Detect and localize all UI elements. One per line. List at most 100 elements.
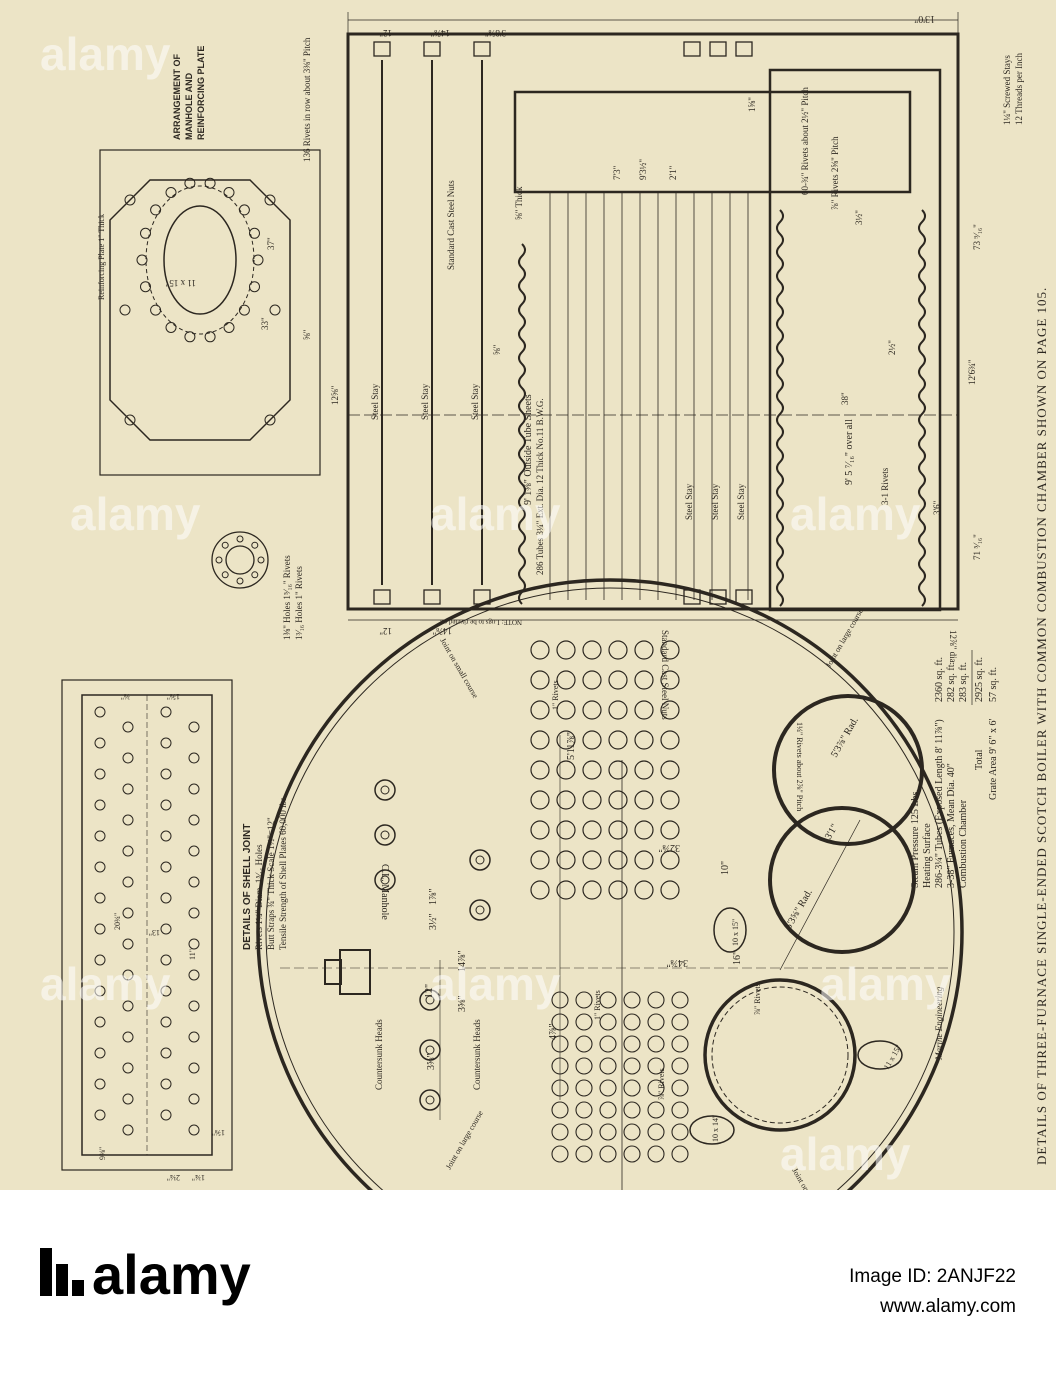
joint-dim-7: 9⅜" [98, 1147, 107, 1160]
steel-stay-5: Steel Stay [710, 483, 720, 520]
tube-circle [623, 1101, 641, 1119]
manhole-hole [184, 331, 196, 343]
boiler-shell-inner [265, 587, 955, 1190]
spec-grate: Grate Area 9' 6" x 6' [988, 719, 999, 800]
tube-circle [582, 730, 602, 750]
tube-circle [660, 670, 680, 690]
joint-rivet [188, 814, 200, 826]
side-dim-6: 7'3" [612, 165, 622, 180]
front-dim-7: 3'1" [823, 822, 840, 841]
tube-circle [647, 1035, 665, 1053]
flange-hole [251, 541, 259, 549]
side-dim-14: 1⅝" [747, 97, 757, 112]
joint-rivet [94, 985, 106, 997]
oval-handhole-c [713, 907, 747, 953]
stay-head [374, 824, 396, 846]
joint-rivet [94, 892, 106, 904]
tube-circle [623, 1013, 641, 1031]
spec-total: Total [974, 749, 985, 770]
tube-circle [660, 850, 680, 870]
joint-rivet [122, 1000, 134, 1012]
plate-hole [269, 304, 281, 316]
stay-head-core [425, 1045, 435, 1055]
oval-label-c: 10 x 15" [731, 919, 740, 946]
watermark-layer: alamy alamy alamy alamy alamy alamy alam… [40, 28, 951, 1180]
joint-rivet [160, 954, 172, 966]
manhole-hole [165, 322, 177, 333]
side-dim-2: 3'8⅝" [485, 28, 506, 38]
plate-hole [264, 194, 276, 206]
manhole-title-1: ARRANGEMENT OF [172, 54, 182, 140]
tube-circle [647, 1123, 665, 1141]
tube-circle [599, 1101, 617, 1119]
logo-bar-2 [56, 1264, 68, 1296]
lugs-note: NOTE: Lugs to be riveted on [440, 618, 522, 626]
boiler-side-view [346, 12, 960, 621]
tube-circle [671, 1123, 689, 1141]
tube-circle [530, 820, 550, 840]
tube-circle [608, 640, 628, 660]
tube-circle [671, 1101, 689, 1119]
flange-hole [236, 535, 244, 543]
manhole-hole [165, 187, 177, 198]
front-dim-10: 1⅞" [428, 888, 439, 905]
spec-pressure: Steam Pressure 125 Lbs. [910, 789, 921, 888]
watermark-5: alamy [430, 958, 561, 1010]
radius-label-b: 6'3⅝" Rad. [783, 887, 815, 931]
furnace-bottom [703, 978, 857, 1132]
tube-circle [530, 880, 550, 900]
front-dim-1: 32⅞" [658, 842, 680, 853]
joint-rivet [122, 969, 134, 981]
stay-nuts [373, 41, 753, 605]
rivets-label-b: ⅞" Rivets 2⅝" Pitch [830, 136, 840, 210]
nuts-top-label: Standard Cast Steel Nuts [446, 180, 456, 270]
manhole-title-3: REINFORCING PLATE [196, 46, 206, 140]
tube-circle [599, 1057, 617, 1075]
radius-label-a: 5'3⅞" Rad. [829, 715, 861, 759]
shell-joint-line2: Butt Straps ¾" Thick Scale 1½"=12" [266, 817, 276, 950]
corrugated-furnace-b [776, 209, 784, 607]
small-flange-inner [225, 545, 255, 575]
rivet-label-b: ⅞" Rivets [657, 1068, 666, 1100]
side-dim-10: 12⅝" [330, 385, 340, 405]
spec-grate-val: 57 sq. ft. [988, 667, 999, 702]
plate-hole [124, 194, 136, 206]
image-id: Image ID: 2ANJF22 [849, 1266, 1016, 1287]
stay-nut-bottom [373, 589, 391, 605]
tube-circle [634, 820, 654, 840]
flange-holes [215, 535, 265, 585]
flange-hole [221, 571, 229, 579]
watermark-7: alamy [40, 28, 171, 80]
engineering-drawing: C.L. Manhole Countersunk Heads Countersu… [40, 12, 1049, 1190]
joint-rivet [94, 1047, 106, 1059]
joint-rivet [122, 845, 134, 857]
tube-circle [530, 850, 550, 870]
side-tube-lines [381, 60, 749, 600]
tube-circle [582, 670, 602, 690]
manhole-opening [163, 205, 237, 315]
tube-circle [634, 700, 654, 720]
tube-circle [556, 850, 576, 870]
joint-dim-3: 2¼" [167, 1173, 180, 1182]
manhole-dim-0: 37" [266, 237, 276, 250]
manhole-hole [184, 177, 196, 189]
manhole-hole [223, 187, 235, 198]
joint-rivet [188, 938, 200, 950]
front-dim-5: 12" [424, 984, 435, 998]
joint-rivet [160, 737, 172, 749]
tube-circle [647, 1079, 665, 1097]
tube-circle [575, 1057, 593, 1075]
spec-tubes: 286-3¼" Tubes (Exposed Length 8' 11⅞") [934, 719, 945, 888]
joint-rivet [188, 1062, 200, 1074]
stay-nut-bottom [709, 589, 727, 605]
joint-dim-6: ⅜" [121, 692, 130, 701]
manhole-hole [249, 281, 260, 293]
tube-circle [556, 640, 576, 660]
joint-rivet [122, 1124, 134, 1136]
tube-circle [660, 730, 680, 750]
furnace-length: 9' 5 ⁷⁄₁₆" over all [844, 419, 855, 485]
tube-circle [530, 730, 550, 750]
nuts-bottom-label: Standard Cast Steel Nuts [660, 630, 670, 720]
stay-nut-top [423, 41, 441, 57]
manhole-dim-1: 33" [260, 317, 270, 330]
